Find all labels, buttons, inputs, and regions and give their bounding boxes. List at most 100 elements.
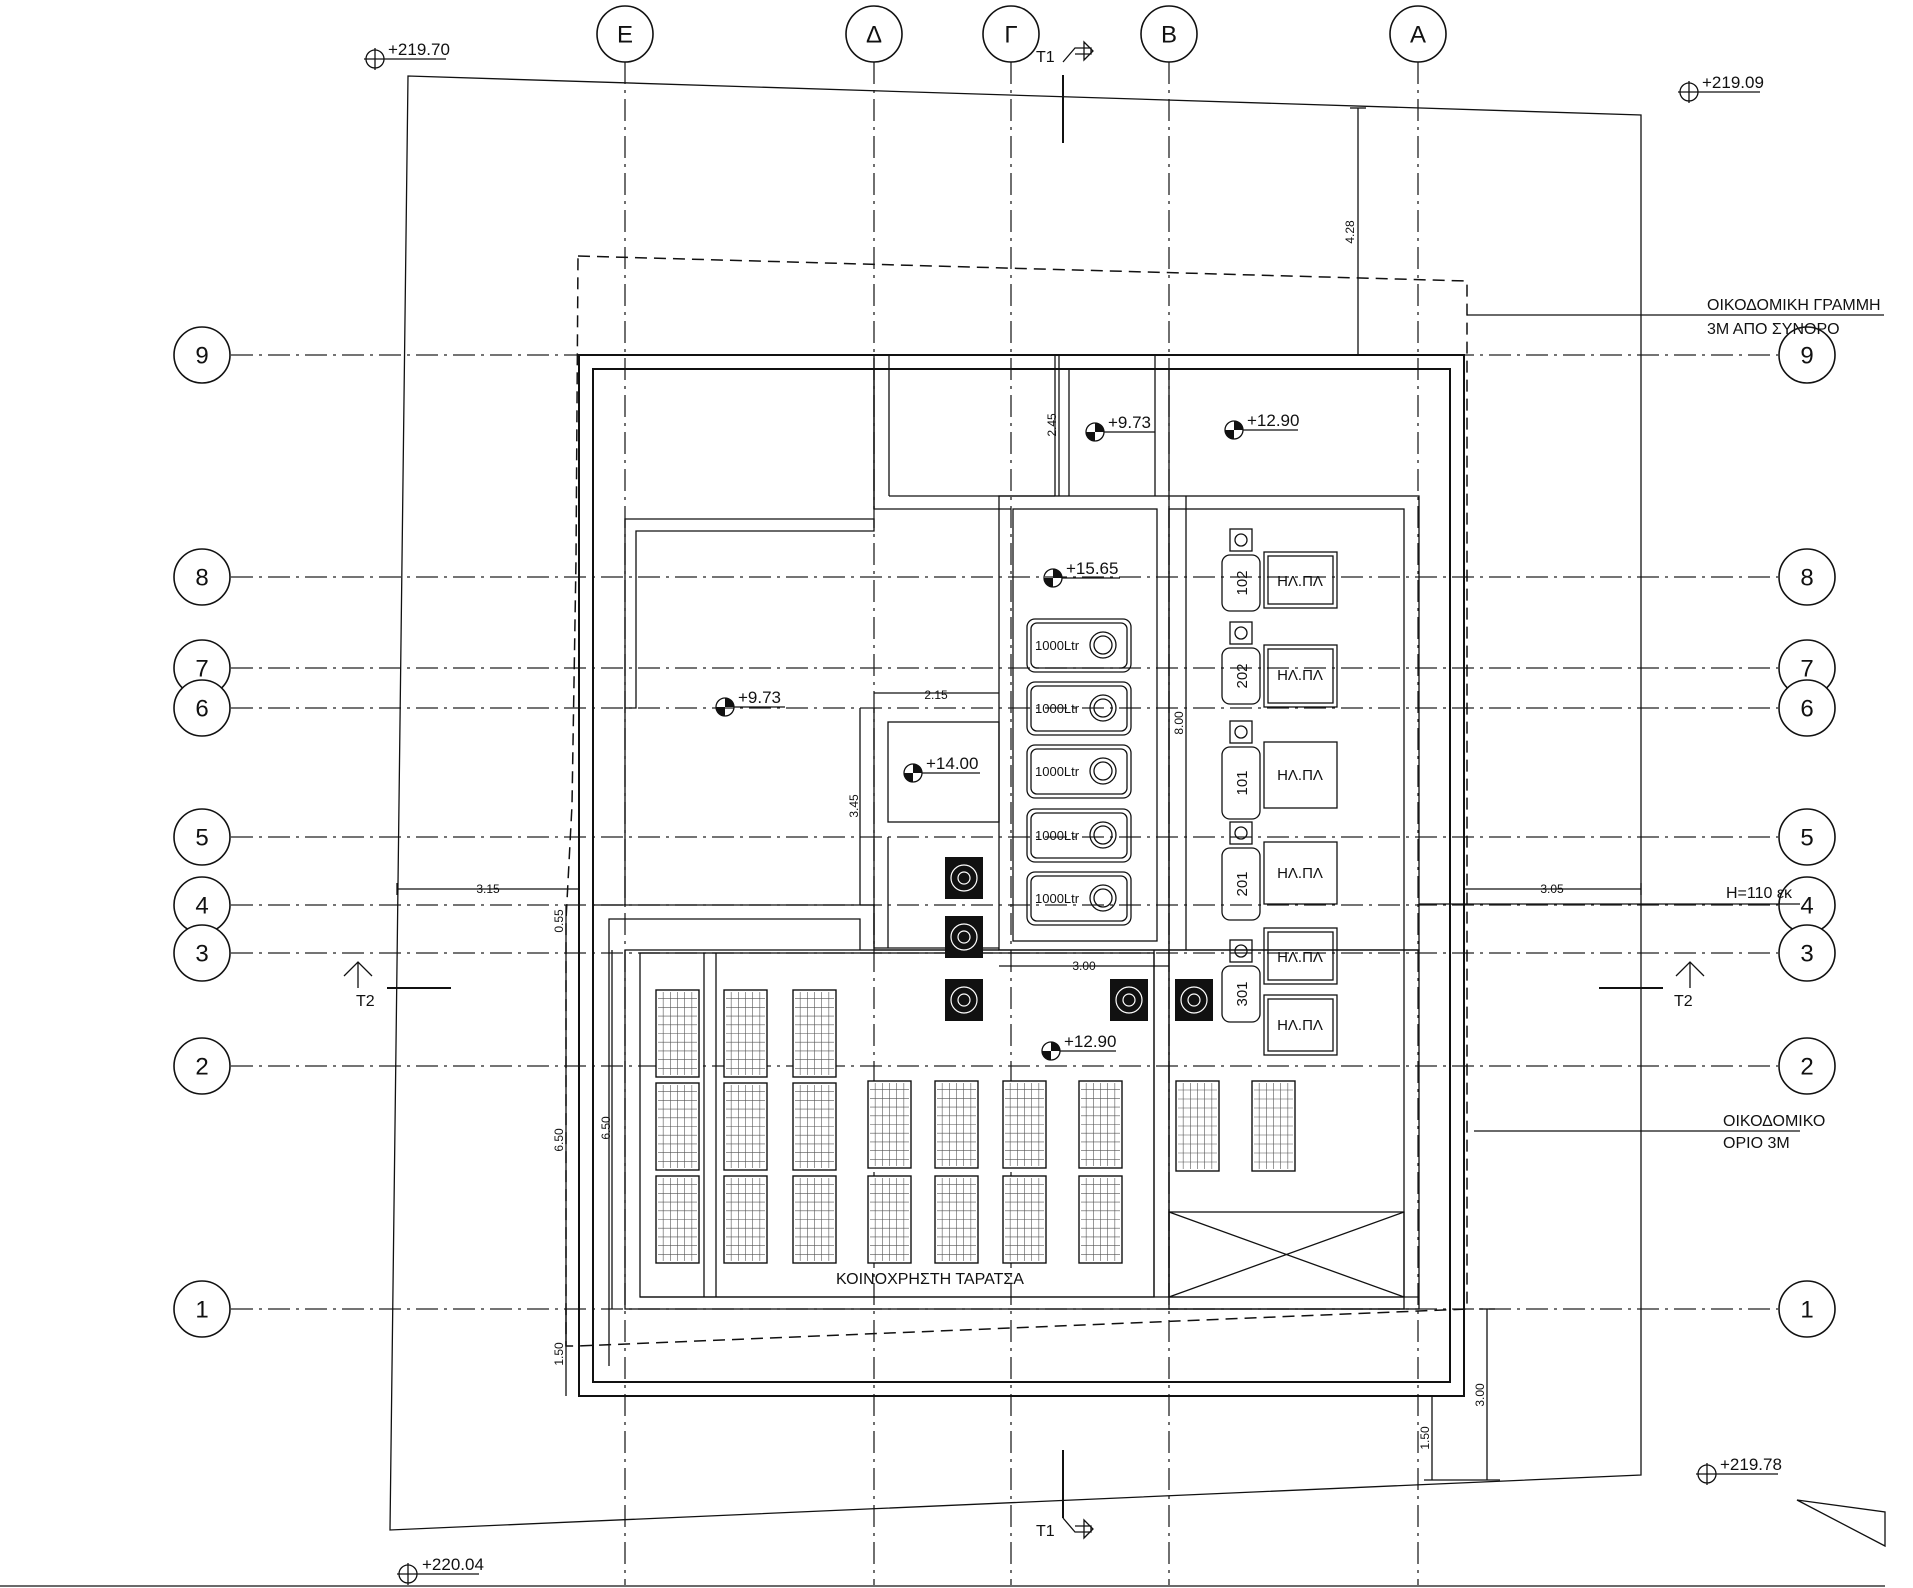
- solar-panel-icon: [934, 1175, 979, 1264]
- column-axis-lines: [624, 62, 1419, 1585]
- row-label-right-3: 3: [1800, 941, 1813, 968]
- panel-label: ΗΛ.ΠΛ: [1277, 1017, 1323, 1034]
- solar-panel-icon: [1078, 1080, 1123, 1169]
- solar-panel-icon: [1002, 1175, 1047, 1264]
- solar-panel-icon: [792, 1175, 837, 1264]
- section-markers: T1 T1 T2 T2: [343, 40, 1705, 1540]
- level-upper-right-roof: +12.90: [1247, 411, 1299, 430]
- level-tank-area: +15.65: [1066, 559, 1118, 578]
- solar-panel-icon: [655, 1175, 700, 1264]
- row-label-right-7: 7: [1800, 656, 1813, 683]
- solar-panel-icon: [867, 1080, 912, 1169]
- terrace-wall: [593, 904, 999, 951]
- row-label-left-8: 8: [195, 565, 208, 592]
- site-boundary: [389, 75, 1642, 1531]
- panel-label: ΗΛ.ΠΛ: [1277, 949, 1323, 966]
- water-tank: 1000Ltr: [1026, 618, 1132, 673]
- meter-number: 201: [1234, 871, 1251, 896]
- row-label-right-6: 6: [1800, 696, 1813, 723]
- level-marker: +219.70: [364, 40, 450, 70]
- electrical-panel: ΗΛ.ΠΛ: [1263, 841, 1338, 905]
- fan-icon: [945, 979, 983, 1021]
- electrical-panel: ΗΛ.ΠΛ: [1263, 994, 1338, 1056]
- level-marker: +15.65: [1043, 559, 1120, 588]
- dimension-label: 6.50: [552, 1128, 566, 1152]
- panel-label: ΗΛ.ΠΛ: [1277, 667, 1323, 684]
- dimension-label: 2.45: [1045, 413, 1059, 437]
- panel-label: ΗΛ.ΠΛ: [1277, 767, 1323, 784]
- note-parapet-height: Η=110 εκ: [1726, 885, 1793, 902]
- level-marker: +220.04: [397, 1555, 484, 1585]
- water-tanks: 1000Ltr 1000Ltr 1000Ltr 1000Ltr 1000Ltr: [1026, 618, 1132, 926]
- fan-icon: [1110, 979, 1148, 1021]
- row-label-left-4: 4: [195, 893, 208, 920]
- meter-box: [1221, 847, 1261, 921]
- mid-left-inner-wall: [873, 708, 999, 949]
- column-label-b: Β: [1161, 22, 1177, 49]
- terrace-wall-inner: [608, 918, 861, 1366]
- meter-unit: 201: [1221, 821, 1261, 921]
- level-stair-top: +9.73: [1108, 413, 1151, 432]
- level-marker: +12.90: [1224, 411, 1299, 440]
- dimension-label: 3.00: [1072, 959, 1096, 973]
- shaft-x: [1168, 1211, 1405, 1298]
- row-label-left-5: 5: [195, 825, 208, 852]
- section-t2-label: T2: [356, 993, 375, 1010]
- meter-room-walls: [1168, 508, 1405, 1310]
- shaft-outline: [1168, 1211, 1405, 1298]
- solar-panel-icon: [934, 1080, 979, 1169]
- meter-box: [1221, 554, 1261, 612]
- solar-panel-icon: [723, 1082, 768, 1171]
- level-upper-left-roof: +9.73: [738, 688, 781, 707]
- column-axis-bubbles: Ε Δ Γ Β Α: [596, 5, 1447, 63]
- site-level-top-left: +219.70: [388, 40, 450, 59]
- row-label-right-5: 5: [1800, 825, 1813, 852]
- solar-panel-icon: [723, 1175, 768, 1264]
- level-marker: +9.73: [715, 688, 785, 717]
- dimension-lines: 4.28 2.45 2.15 8.00 3.45 3.15 3.05 0.55 …: [396, 107, 1642, 1481]
- row-label-right-4: 4: [1800, 893, 1813, 920]
- row-label-right-9: 9: [1800, 343, 1813, 370]
- note-building-limit-1: ΟΙΚΟΔΟΜΙΚΟ: [1723, 1113, 1825, 1130]
- solar-panel-icon: [655, 989, 700, 1078]
- dimension-label: 1.50: [1418, 1426, 1432, 1450]
- dimension-label: 4.28: [1343, 220, 1357, 244]
- north-arrow-icon: [1796, 1499, 1886, 1548]
- ventilation-fans: [945, 857, 1213, 1021]
- tank-room-walls: [1012, 508, 1158, 942]
- solar-panel-icon: [867, 1175, 912, 1264]
- column-label-a: Α: [1410, 22, 1426, 49]
- tank-capacity-label: 1000Ltr: [1035, 764, 1080, 779]
- level-small-block: +14.00: [926, 754, 978, 773]
- dimension-label: 3.00: [1473, 1383, 1487, 1407]
- electrical-panels: ΗΛ.ΠΛ ΗΛ.ΠΛ ΗΛ.ΠΛ ΗΛ.ΠΛ ΗΛ.ΠΛ ΗΛ.ΠΛ: [1263, 551, 1338, 1056]
- level-marker: +219.78: [1696, 1455, 1782, 1485]
- section-marker-t1-bottom: T1: [1036, 1450, 1094, 1540]
- solar-panel-icon: [792, 1082, 837, 1171]
- note-building-limit-2: ΟΡΙΟ 3Μ: [1723, 1135, 1790, 1152]
- panel-label: ΗΛ.ΠΛ: [1277, 573, 1323, 590]
- meter-box: [1221, 746, 1261, 820]
- dimension-label: 3.15: [476, 882, 500, 896]
- level-markers: +219.70 +219.09 +220.04 +219.78 +9.73 +9…: [364, 40, 1782, 1585]
- upper-left-roof-inner: [624, 518, 875, 905]
- row-label-left-9: 9: [195, 343, 208, 370]
- water-tank: 1000Ltr: [1026, 681, 1132, 736]
- meter-number: 202: [1234, 663, 1251, 688]
- row-label-right-2: 2: [1800, 1054, 1813, 1081]
- meter-number: 101: [1234, 770, 1251, 795]
- section-t2-label: T2: [1674, 993, 1693, 1010]
- meter-unit: 301: [1221, 939, 1261, 1023]
- tank-capacity-label: 1000Ltr: [1035, 828, 1080, 843]
- column-bubble-e: Ε: [596, 5, 654, 63]
- water-tank: 1000Ltr: [1026, 871, 1132, 926]
- note-building-line-1: ΟΙΚΟΔΟΜΙΚΗ ΓΡΑΜΜΗ: [1707, 297, 1881, 314]
- section-marker-t2-right: T2: [1599, 961, 1705, 1010]
- fan-icon: [1175, 979, 1213, 1021]
- tank-capacity-label: 1000Ltr: [1035, 891, 1080, 906]
- column-label-g: Γ: [1004, 22, 1017, 49]
- fan-icon: [945, 857, 983, 899]
- site-level-top-right: +219.09: [1702, 73, 1764, 92]
- column-bubble-d: Δ: [845, 5, 903, 63]
